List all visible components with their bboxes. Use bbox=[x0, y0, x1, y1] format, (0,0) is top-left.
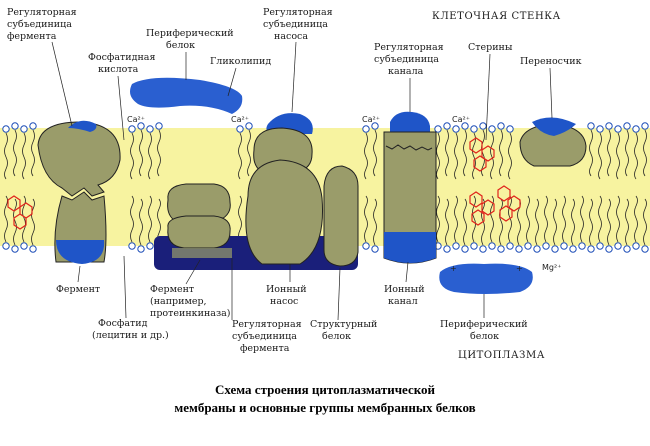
label-reg-pump-2: субъединица bbox=[263, 19, 328, 30]
label-reg-enzyme-bottom-1: Регуляторная bbox=[232, 319, 302, 330]
label-glycolipid: Гликолипид bbox=[210, 56, 271, 67]
label-phosphatide-2: (лецитин и др.) bbox=[92, 330, 169, 341]
carrier-protein bbox=[519, 117, 587, 167]
header-cell-wall: КЛЕТОЧНАЯ СТЕНКА bbox=[432, 11, 561, 22]
leader-lines bbox=[51, 41, 553, 321]
label-peripheral-top-1: Периферический bbox=[146, 28, 234, 39]
sterol-molecules bbox=[7, 137, 521, 230]
peripheral-protein-top bbox=[130, 77, 243, 114]
enzyme-regulatory-subunit bbox=[68, 120, 97, 132]
label-structural-2: белок bbox=[322, 331, 351, 342]
enzyme-protein bbox=[37, 120, 121, 264]
label-ion-channel-2: канал bbox=[388, 296, 418, 307]
header-cytoplasm: ЦИТОПЛАЗМА bbox=[458, 350, 545, 361]
label-reg-pump-3: насоса bbox=[274, 31, 308, 42]
label-enzyme-bottom: Фермент bbox=[56, 284, 100, 295]
label-ion-pump-2: насос bbox=[270, 296, 298, 307]
label-enzyme-example-1: Фермент bbox=[150, 284, 194, 295]
svg-text:+: + bbox=[450, 264, 457, 273]
label-reg-channel-3: канала bbox=[388, 66, 424, 77]
label-enzyme-example-2: (например, bbox=[150, 296, 207, 307]
labels: КЛЕТОЧНАЯ СТЕНКА ЦИТОПЛАЗМА Регуляторная… bbox=[7, 7, 582, 361]
label-reg-channel-2: субъединица bbox=[374, 54, 439, 65]
label-reg-channel-1: Регуляторная bbox=[374, 42, 444, 53]
label-phosphatidic-2: кислота bbox=[98, 64, 139, 75]
label-reg-enzyme-bottom-2: субъединица bbox=[232, 331, 297, 342]
ion-channel bbox=[383, 111, 437, 264]
phospholipid-heads-inner bbox=[2, 242, 649, 253]
label-peripheral-bottom-1: Периферический bbox=[440, 319, 528, 330]
label-phosphatide-1: Фосфатид bbox=[98, 318, 148, 329]
label-phosphatidic-1: Фосфатидная bbox=[88, 52, 155, 63]
label-carrier: Переносчик bbox=[520, 56, 582, 67]
ion-ca-3: Ca²⁺ bbox=[362, 115, 380, 124]
label-reg-enzyme-top-1: Регуляторная bbox=[7, 7, 77, 18]
svg-text:+: + bbox=[516, 264, 523, 273]
label-reg-enzyme-top-2: субъединица bbox=[7, 19, 72, 30]
label-peripheral-bottom-2: белок bbox=[470, 331, 499, 342]
label-ion-pump-1: Ионный bbox=[266, 284, 307, 295]
caption-line-1: Схема строения цитоплазматической bbox=[215, 382, 436, 397]
ion-ca-1: Ca²⁺ bbox=[127, 115, 145, 124]
ion-ca-2: Ca²⁺ bbox=[231, 115, 249, 124]
label-enzyme-example-3: протеинкиназа) bbox=[150, 308, 231, 319]
phospholipid-heads-outer bbox=[2, 122, 649, 133]
enzyme-bottom-cap bbox=[56, 240, 105, 264]
caption-line-2: мембраны и основные группы мембранных бе… bbox=[174, 400, 475, 415]
ion-pump bbox=[245, 113, 359, 267]
peripheral-protein-bottom bbox=[439, 263, 533, 294]
channel-regulatory-subunit bbox=[390, 111, 430, 132]
label-reg-enzyme-top-3: фермента bbox=[7, 31, 57, 42]
label-sterols: Стерины bbox=[468, 42, 513, 53]
ion-mg: Mg²⁺ bbox=[542, 263, 561, 272]
label-reg-pump-1: Регуляторная bbox=[263, 7, 333, 18]
label-structural-1: Структурный bbox=[310, 319, 377, 330]
ion-ca-4: Ca²⁺ bbox=[452, 115, 470, 124]
label-peripheral-top-2: белок bbox=[166, 40, 195, 51]
label-reg-enzyme-bottom-3: фермента bbox=[240, 343, 290, 354]
label-ion-channel-1: Ионный bbox=[384, 284, 425, 295]
